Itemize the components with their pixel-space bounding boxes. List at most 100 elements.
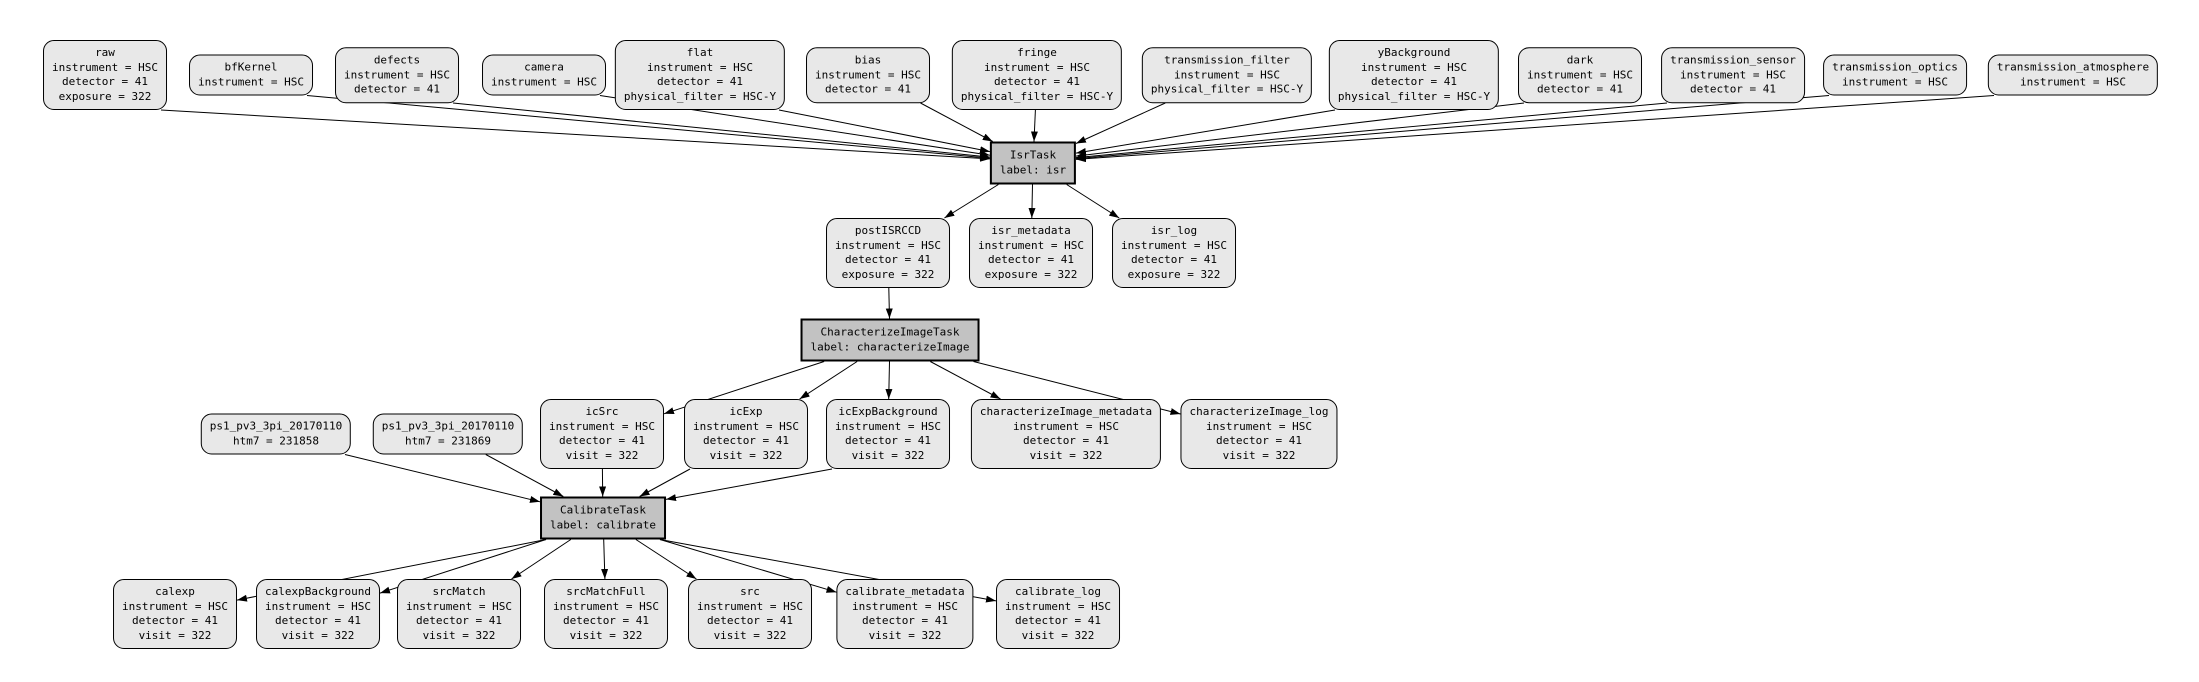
edge-isr-to-isr_log [1066,184,1120,219]
node-field: instrument = HSC [1527,67,1633,81]
edge-icExpBackground-to-calibrate [665,468,833,502]
edge-fringe-to-isr [1030,109,1038,142]
node-field: detector = 41 [702,434,790,447]
node-field: detector = 41 [1370,75,1458,88]
node-title: icExpBackground [838,405,938,418]
edge-ps1_b-to-calibrate [485,454,564,497]
node-title: transmission_optics [1832,60,1958,74]
node-field: visit = 322 [868,628,942,642]
node-field: htm7 = 231869 [404,434,492,447]
node-field: visit = 322 [1029,448,1103,462]
node-field: instrument = HSC [1121,238,1227,252]
node-field: visit = 322 [713,628,787,642]
node-field: instrument = HSC [978,238,1084,252]
node-field: instrument = HSC [984,60,1090,74]
node-field: physical_filter = HSC-Y [623,89,777,103]
node-title: ps1_pv3_3pi_20170110 [209,419,343,433]
node-field: exposure = 322 [984,267,1078,281]
node-title: flat [686,46,714,59]
edge-flat-to-isr [778,109,991,154]
node-field: instrument = HSC [1005,599,1111,613]
node-title: characterizeImage_log [1189,405,1329,418]
node-field: physical_filter = HSC-Y [1150,82,1304,96]
node-field: instrument = HSC [122,599,228,613]
node-field: label: characterizeImage [810,340,970,353]
edge-group [160,95,1995,603]
node-title: yBackground [1377,46,1451,59]
node-title: src [740,585,760,598]
node-field: visit = 322 [1021,628,1095,642]
edge-characterizeImage-to-icExpBackground [885,361,893,400]
node-field: detector = 41 [993,75,1081,88]
node-field: instrument = HSC [553,599,659,613]
node-field: instrument = HSC [491,75,597,88]
node-title: characterizeImage_metadata [979,405,1153,418]
node-field: visit = 322 [709,448,783,462]
node-field: instrument = HSC [344,67,450,81]
node-field: detector = 41 [987,253,1075,266]
node-field: instrument = HSC [1174,67,1280,81]
node-field: exposure = 322 [58,89,152,103]
node-field: detector = 41 [1536,82,1624,96]
node-field: instrument = HSC [1842,75,1948,88]
node-title: calibrate_metadata [845,585,965,598]
node-field: detector = 41 [1130,253,1218,266]
node-field: detector = 41 [861,614,949,627]
node-field: instrument = HSC [549,419,655,433]
node-title: fringe [1017,46,1057,59]
node-field: visit = 322 [569,628,643,642]
edge-bias-to-isr [920,102,993,142]
edge-transmission_sensor-to-isr [1075,102,1668,161]
node-field: detector = 41 [656,75,744,88]
node-title: srcMatchFull [566,585,646,598]
edge-bfKernel-to-isr [306,95,991,161]
edge-transmission_atmosphere-to-isr [1075,95,1995,163]
node-field: detector = 41 [1689,82,1777,96]
node-field: instrument = HSC [815,67,921,81]
node-title: raw [95,46,115,59]
node-title: icSrc [585,405,619,418]
node-field: instrument = HSC [1361,60,1467,74]
node-field: htm7 = 231858 [232,434,320,447]
node-title: CharacterizeImageTask [820,325,960,339]
node-field: detector = 41 [1022,434,1110,447]
node-field: detector = 41 [61,75,149,88]
node-field: detector = 41 [1014,614,1102,627]
node-field: detector = 41 [844,434,932,447]
node-field: visit = 322 [138,628,212,642]
edge-isr-to-postISRCCD [944,184,999,219]
node-field: detector = 41 [131,614,219,627]
node-title: calexpBackground [265,585,371,598]
edge-ps1_a-to-calibrate [344,454,541,503]
edge-calibrate-to-src [635,539,697,580]
node-field: physical_filter = HSC-Y [960,89,1114,103]
node-title: CalibrateTask [559,503,647,517]
node-title: IsrTask [1009,148,1057,162]
node-title: postISRCCD [854,224,922,237]
node-title: camera [524,60,564,74]
node-title: bfKernel [224,60,278,74]
